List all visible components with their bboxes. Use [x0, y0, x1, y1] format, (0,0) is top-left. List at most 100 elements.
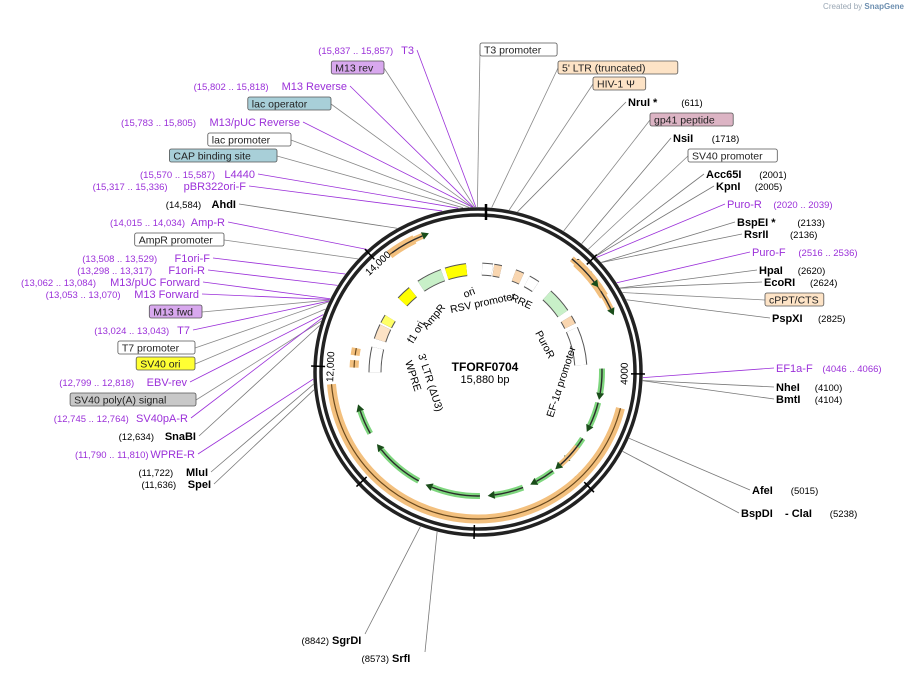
map-label-feature: AmpR promoter: [134, 232, 225, 247]
enzyme-position: (5015): [791, 486, 818, 497]
orf-orange-arrow-stroke: [391, 235, 423, 254]
orf-green-arrow-head: [530, 477, 539, 485]
leader-line: [213, 389, 315, 485]
map-label-primer: Amp-R(14,015 .. 14,034): [110, 217, 225, 229]
ef1a-feature: [566, 327, 587, 366]
primer-name: L4440: [224, 169, 255, 181]
leader-line: [588, 155, 689, 250]
inner-label-rsv: RSV promoter: [449, 290, 517, 316]
map-label-primer: T7(13,024 .. 13,043): [94, 325, 190, 337]
feature-label-text: SV40 ori: [140, 359, 180, 371]
snapgene-credit: Created by SnapGene: [823, 2, 904, 11]
map-label-primer: F1ori-F(13,508 .. 13,529): [82, 253, 210, 265]
wpre-feature: [369, 346, 384, 373]
map-label-enzyme: BspDI- ClaI(5238): [741, 508, 857, 520]
feature-label-box: [148, 304, 203, 319]
leader-line: [197, 378, 314, 455]
leader-line: [596, 203, 726, 258]
enzyme-position: (4104): [815, 395, 842, 406]
feature-label-box: [649, 112, 734, 127]
map-label-primer: L4440 (15,570 .. 15,587): [140, 169, 255, 181]
leader-line: [642, 367, 775, 379]
primer-name: EBV-rev: [147, 377, 188, 389]
map-label-enzyme: EcoRI(2624): [764, 277, 837, 289]
map-label-primer: M13/pUC Forward(13,062 .. 13,084): [21, 277, 200, 289]
primer-name: F1ori-F: [175, 253, 211, 265]
tick-label: 12,000: [325, 351, 337, 382]
leader-line: [248, 185, 443, 212]
map-label-primer: F1ori-R(13,298 .. 13,317): [77, 265, 205, 277]
leader-line: [628, 437, 751, 491]
enzyme-name: BmtI: [776, 394, 800, 406]
primer-name: T3: [401, 45, 414, 57]
primer-name: M13/pUC Reverse: [210, 117, 300, 129]
primer-position: (11,790 .. 11,810): [75, 450, 149, 461]
enzyme-name: KpnI: [716, 181, 740, 193]
leader-lines: [189, 49, 775, 653]
leader-line: [601, 221, 736, 263]
map-label-enzyme: BmtI (4104): [776, 394, 842, 406]
enzyme-position: (11,722): [139, 468, 174, 479]
enzyme-position: (14,584): [166, 200, 201, 211]
leader-line: [595, 173, 705, 257]
leader-line: [383, 67, 476, 208]
orf-green-arrow-stroke: [589, 402, 599, 426]
enzyme-name: - ClaI: [785, 508, 812, 520]
leader-line: [201, 293, 330, 300]
enzyme-name: SgrDI: [332, 635, 361, 647]
leader-line: [223, 239, 358, 260]
feature-label-text: M13 rev: [335, 63, 374, 75]
leader-line: [416, 49, 477, 208]
credit-text: Created by: [823, 2, 863, 11]
map-label-feature: T3 promoter: [479, 42, 558, 57]
enzyme-name: NsiI: [673, 133, 693, 145]
orf-orange-arrow-stroke: [600, 290, 612, 310]
ltr3-feature: [374, 324, 391, 343]
primer-position: (15,317 .. 15,336): [93, 182, 168, 193]
orf-green-arrow-stroke: [536, 470, 554, 482]
leader-line: [491, 67, 559, 208]
map-label-primer: EF1a-F(4046 .. 4066): [776, 363, 882, 375]
f1-ori-feature: [398, 287, 417, 306]
feature-label-text: 5' LTR (truncated): [562, 63, 646, 75]
sv40ori-feature: [381, 315, 395, 328]
map-label-primer: SV40pA-R(12,745 .. 12,764): [54, 413, 188, 425]
feature-label-box: [207, 132, 292, 147]
orf-arc-line: [330, 384, 622, 520]
primer-position: (15,783 .. 15,805): [121, 118, 196, 129]
enzyme-position: (4100): [815, 383, 842, 394]
enzyme-position: (2005): [755, 182, 782, 193]
leader-line: [207, 269, 338, 286]
leader-line: [192, 300, 330, 331]
snapgene-logo: SnapGene: [864, 2, 904, 11]
map-label-enzyme: (8573)SrfI: [362, 653, 411, 665]
leader-line: [349, 85, 474, 208]
leader-line: [622, 450, 740, 514]
feature-label-box: [135, 356, 196, 371]
feature-label-text: CAP binding site: [173, 151, 251, 163]
leader-line: [330, 103, 473, 208]
leader-line: [257, 173, 459, 209]
map-label-feature: gp41 peptide: [649, 112, 734, 127]
primer-name: WPRE-R: [150, 449, 195, 461]
map-label-feature: SV40 promoter: [687, 148, 778, 163]
puror-feature: [543, 291, 568, 317]
feature-label-box: [592, 76, 647, 91]
primer-name: T7: [177, 325, 190, 337]
enzyme-position: (2001): [759, 170, 786, 181]
ltr5-feature: [492, 264, 502, 277]
map-label-primer: pBR322ori-F(15,317 .. 15,336): [93, 181, 247, 193]
feature-label-text: cPPT/CTS: [769, 295, 819, 307]
map-label-enzyme: NheI(4100): [776, 382, 842, 394]
map-label-feature: HIV-1 Ψ: [592, 76, 647, 91]
primer-position: (15,570 .. 15,587): [140, 170, 215, 181]
primer-name: M13 Forward: [134, 289, 199, 301]
feature-label-box: [69, 392, 197, 407]
psi-feature: [511, 270, 524, 284]
inner-label-puror: PuroR: [532, 329, 557, 361]
orf-orange-arrow-head: [607, 307, 615, 316]
tick-mark: [586, 254, 598, 265]
enzyme-name: RsrII: [744, 229, 768, 241]
